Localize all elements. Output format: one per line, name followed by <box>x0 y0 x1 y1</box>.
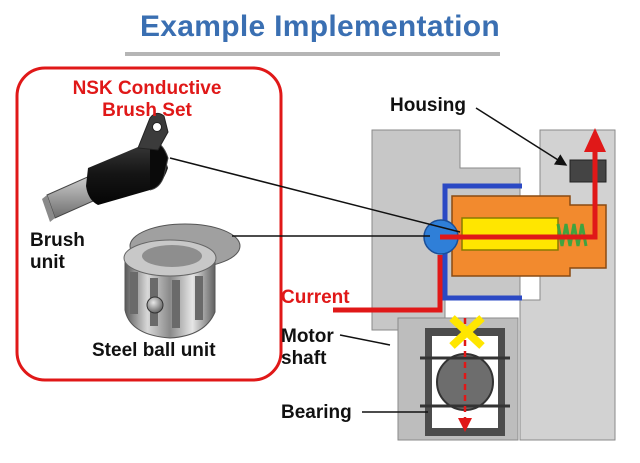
steel-ball-unit-label: Steel ball unit <box>92 340 216 361</box>
bearing-label: Bearing <box>281 402 352 423</box>
brush-set-title-line1: NSK Conductive <box>72 78 222 99</box>
motor-shaft-label: Motor shaft <box>281 326 334 370</box>
motor-shaft-label-line2: shaft <box>281 348 327 369</box>
motor-shaft-leader-line <box>339 334 391 346</box>
page-title: Example Implementation <box>139 10 501 43</box>
current-label: Current <box>281 287 350 308</box>
steel-ball-unit-image <box>123 223 241 339</box>
motor-shaft-label-line1: Motor <box>281 326 334 347</box>
cross-section-drawing <box>333 128 616 441</box>
brush-set-title: NSK Conductive Brush Set <box>36 78 258 122</box>
fault-x-mark <box>449 315 485 349</box>
brush-unit-image <box>42 112 169 222</box>
brush-unit-label-line2: unit <box>30 252 65 273</box>
brush-leader-line <box>169 157 461 233</box>
title-underline <box>125 52 500 56</box>
brush-set-title-line2: Brush Set <box>102 100 192 121</box>
brush-set-frame <box>15 66 283 382</box>
housing-label: Housing <box>390 95 466 116</box>
brush-unit-label-line1: Brush <box>30 230 85 251</box>
housing-leader-line <box>475 107 568 166</box>
brush-unit-label: Brush unit <box>30 230 85 274</box>
